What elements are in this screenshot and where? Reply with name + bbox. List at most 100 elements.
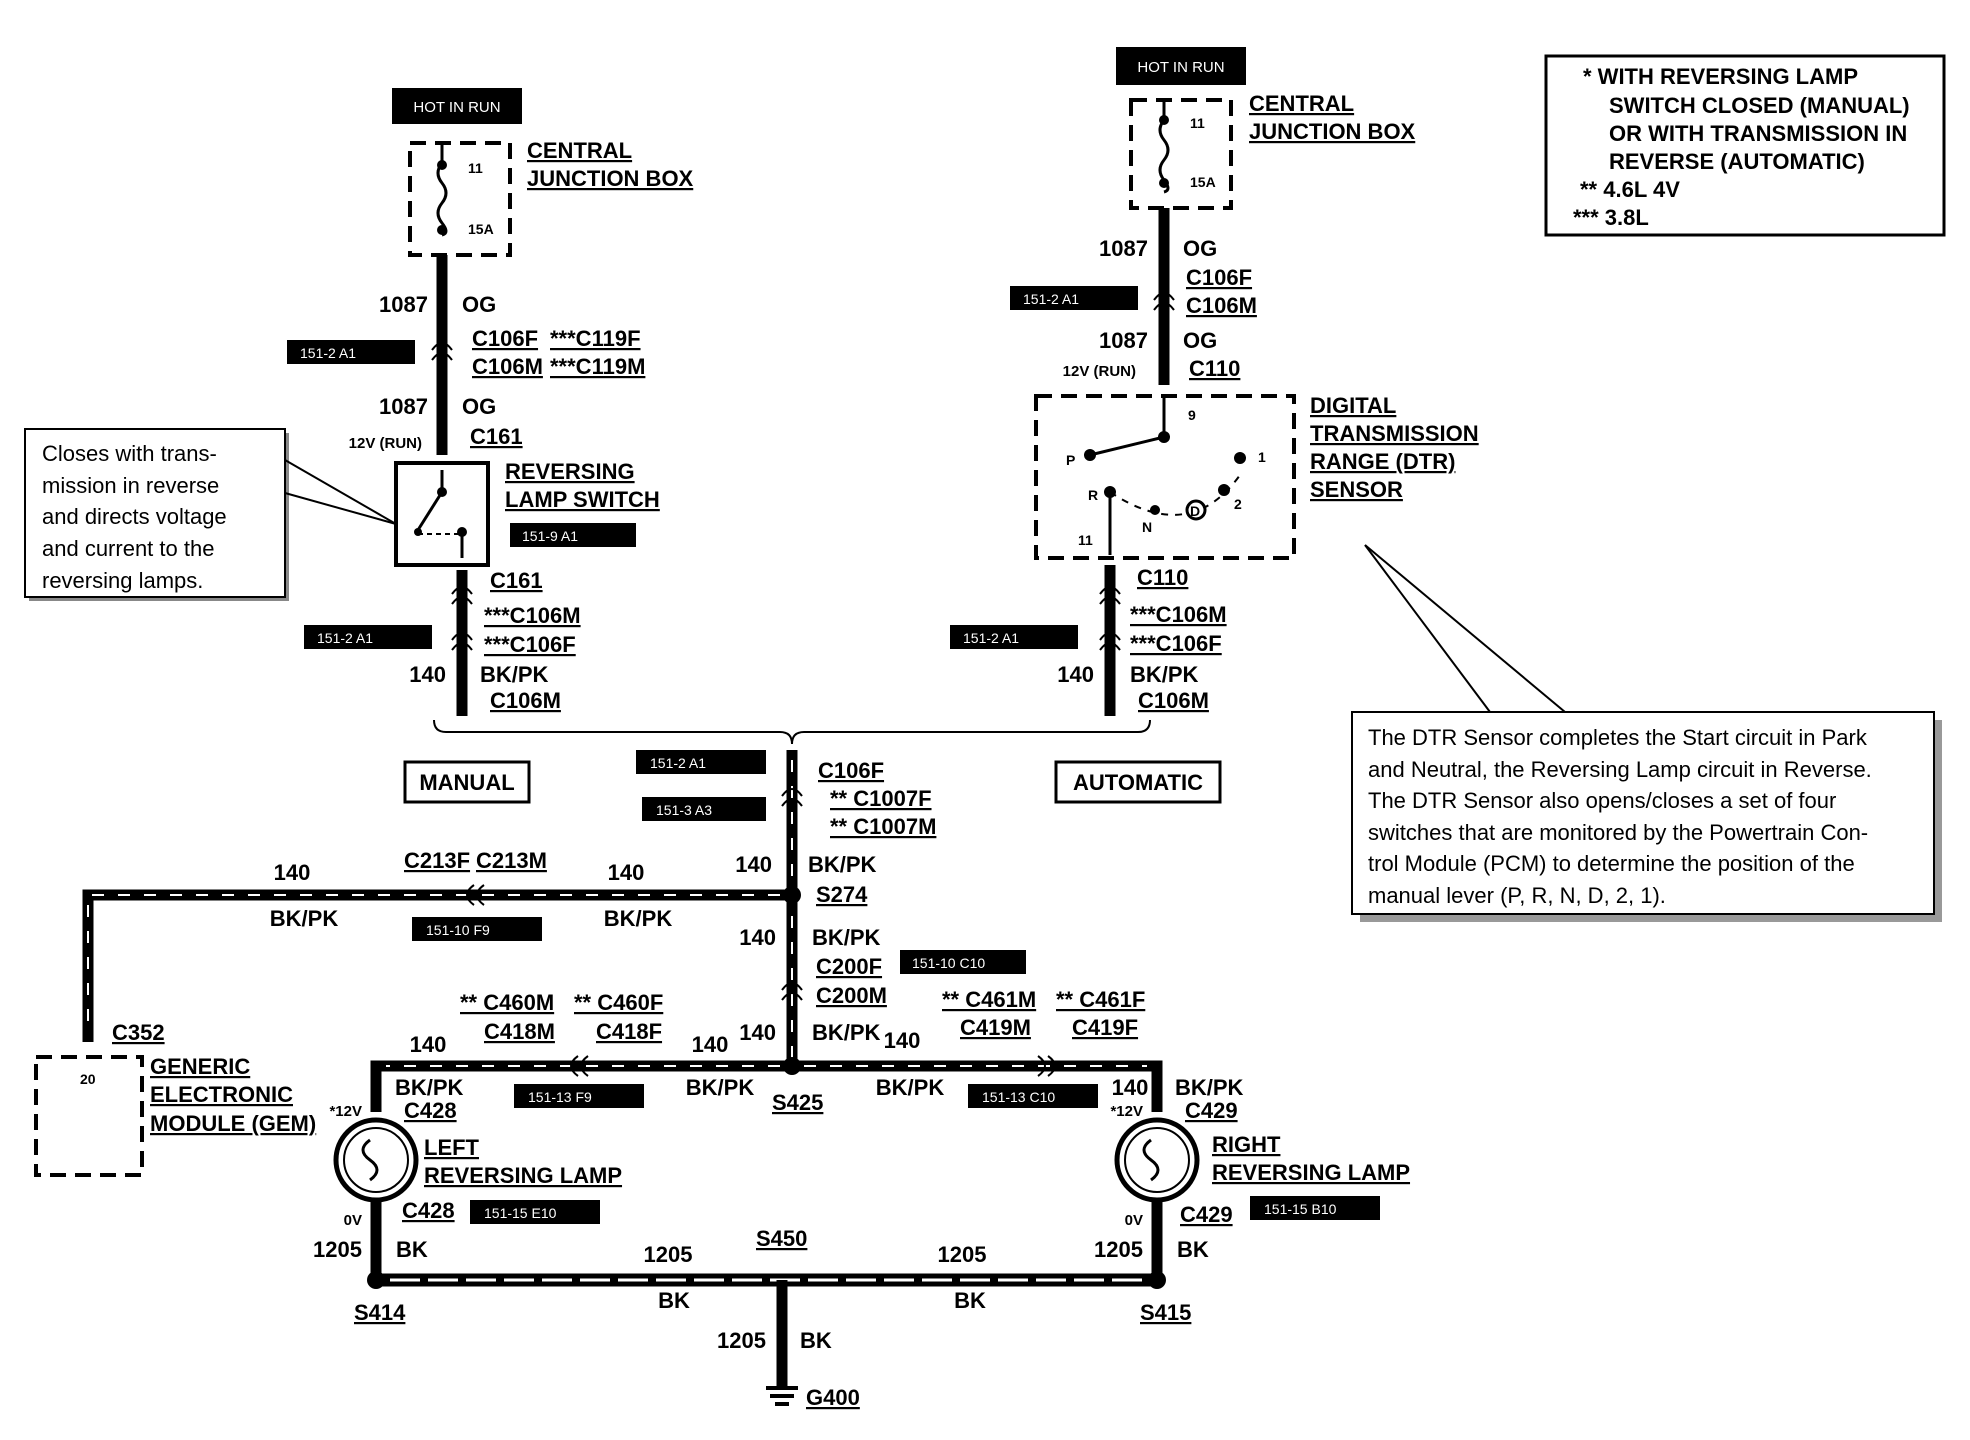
switch-callout: Closes with trans- mission in reverse an… [24, 428, 397, 601]
rls-title: LAMP SWITCH [505, 487, 660, 512]
note-line: and Neutral, the Reversing Lamp circuit … [1368, 757, 1872, 782]
legend-line: * WITH REVERSING LAMP [1583, 64, 1858, 89]
cjb-title: JUNCTION BOX [1249, 119, 1416, 144]
page-ref-text: 151-10 C10 [912, 955, 985, 971]
connector-id: ***C119F [550, 326, 641, 351]
wire-color: BK/PK [812, 1020, 881, 1045]
gem-title: MODULE (GEM) [150, 1111, 316, 1136]
center-trunk: 151-2 A1 151-3 A3 C106F ** C1007F ** C10… [636, 750, 1026, 1115]
page-ref-text: 151-15 B10 [1264, 1201, 1337, 1217]
connector-id: C419F [1072, 1015, 1138, 1040]
connector-id: C161 [490, 568, 543, 593]
lamp-title: REVERSING LAMP [424, 1163, 622, 1188]
left-reversing-lamp-icon [333, 1117, 419, 1203]
connector-id: C110 [1189, 356, 1240, 381]
wire-color: BK/PK [686, 1075, 755, 1100]
wire-color: BK [396, 1237, 428, 1262]
voltage-label: 12V (RUN) [349, 435, 422, 452]
legend-line: ** 4.6L 4V [1580, 177, 1680, 202]
range-label: 1 [1258, 449, 1266, 465]
legend-line: REVERSE (AUTOMATIC) [1609, 149, 1865, 174]
hot-in-run-label: HOT IN RUN [413, 99, 500, 116]
wire-number: 1205 [1094, 1237, 1143, 1262]
page-ref-text: 151-2 A1 [300, 345, 356, 361]
connector-id: C106F [472, 326, 538, 351]
callout-line: mission in reverse [42, 473, 219, 498]
wire-number: 1205 [644, 1242, 693, 1267]
wire-color: OG [462, 292, 496, 317]
gem-branch: 140 C213F C213M 140 BK/PK BK/PK 151-10 F… [34, 848, 792, 1177]
voltage-label: *12V [329, 1103, 362, 1120]
wire-number: 1205 [717, 1328, 766, 1353]
cjb-title: CENTRAL [527, 138, 632, 163]
wire-color: BK/PK [1175, 1075, 1244, 1100]
hot-in-run-badge [392, 88, 522, 124]
splice-id: S425 [772, 1090, 823, 1115]
connector-id: C106F [1186, 265, 1252, 290]
manual-label-box [403, 760, 531, 804]
automatic-circuit: HOT IN RUN 11 15A CENTRAL JUNCTION BOX 1… [950, 47, 1479, 716]
fuse-number: 11 [1190, 115, 1205, 131]
wire-color: BK/PK [876, 1075, 945, 1100]
page-ref [287, 340, 415, 364]
wire-color: BK [954, 1288, 986, 1313]
wire-number: 1087 [1099, 328, 1148, 353]
gem-module [34, 1055, 144, 1177]
range-label: N [1142, 519, 1152, 535]
page-ref-text: 151-2 A1 [1023, 291, 1079, 307]
manual-circuit: HOT IN RUN 11 15A CENTRAL JUNCTION BOX 1… [287, 88, 694, 716]
range-label: R [1088, 487, 1098, 503]
connector-id: C161 [470, 424, 523, 449]
connector-id: ** C460M [460, 990, 554, 1015]
note-line: manual lever (P, R, N, D, 2, 1). [1368, 883, 1666, 908]
wire-color: OG [462, 394, 496, 419]
wire-number: 140 [739, 925, 776, 950]
callout-line: reversing lamps. [42, 568, 203, 593]
switch-contact-icon [416, 491, 444, 531]
voltage-label: 12V (RUN) [1063, 363, 1136, 380]
wire-number: 1087 [1099, 236, 1148, 261]
wire-number: 140 [692, 1032, 729, 1057]
wire-number: 1205 [938, 1242, 987, 1267]
note-line: The DTR Sensor completes the Start circu… [1368, 725, 1868, 750]
wire-color: BK/PK [270, 906, 339, 931]
range-label: P [1066, 452, 1075, 468]
page-ref-text: 151-9 A1 [522, 528, 578, 544]
page-ref-text: 151-10 F9 [426, 922, 490, 938]
connector-id: C106F [818, 758, 884, 783]
connector-id: ***C106M [1130, 602, 1227, 627]
automatic-label-box [1054, 760, 1222, 804]
wire-color: BK [1177, 1237, 1209, 1262]
fuse-rating: 15A [1190, 174, 1216, 190]
range-label: 2 [1234, 496, 1242, 512]
connector-id: C213M [476, 848, 547, 873]
connector-id: ** C460F [574, 990, 663, 1015]
callout-line: and directs voltage [42, 504, 227, 529]
connector-icon [431, 342, 453, 361]
page-ref-text: 151-2 A1 [317, 630, 373, 646]
right-reversing-lamp-icon [1114, 1117, 1200, 1203]
gem-title: GENERIC [150, 1054, 250, 1079]
connector-id: ** C461F [1056, 987, 1145, 1012]
wire-number: 1205 [313, 1237, 362, 1262]
connector-id: C106M [472, 354, 543, 379]
wire-color: BK [658, 1288, 690, 1313]
wire-number: 140 [735, 852, 772, 877]
dtr-title: DIGITAL [1310, 393, 1396, 418]
connector-id: C352 [112, 1020, 165, 1045]
connector-id: C106M [1138, 688, 1209, 713]
splice-id: S415 [1140, 1300, 1191, 1325]
callout-line: and current to the [42, 536, 214, 561]
fuse-number: 11 [468, 160, 483, 176]
connector-id: ** C1007M [830, 814, 936, 839]
dtr-title: SENSOR [1310, 477, 1403, 502]
cjb-title: CENTRAL [1249, 91, 1354, 116]
wire-color: OG [1183, 328, 1217, 353]
manual-label: MANUAL [419, 770, 514, 795]
fuse-rating: 15A [468, 221, 494, 237]
merge-bracket [433, 719, 1151, 745]
connector-id: C200M [816, 983, 887, 1008]
wire-color: OG [1183, 236, 1217, 261]
lamp-title: RIGHT [1212, 1132, 1281, 1157]
selector-arm-icon [1089, 435, 1165, 457]
